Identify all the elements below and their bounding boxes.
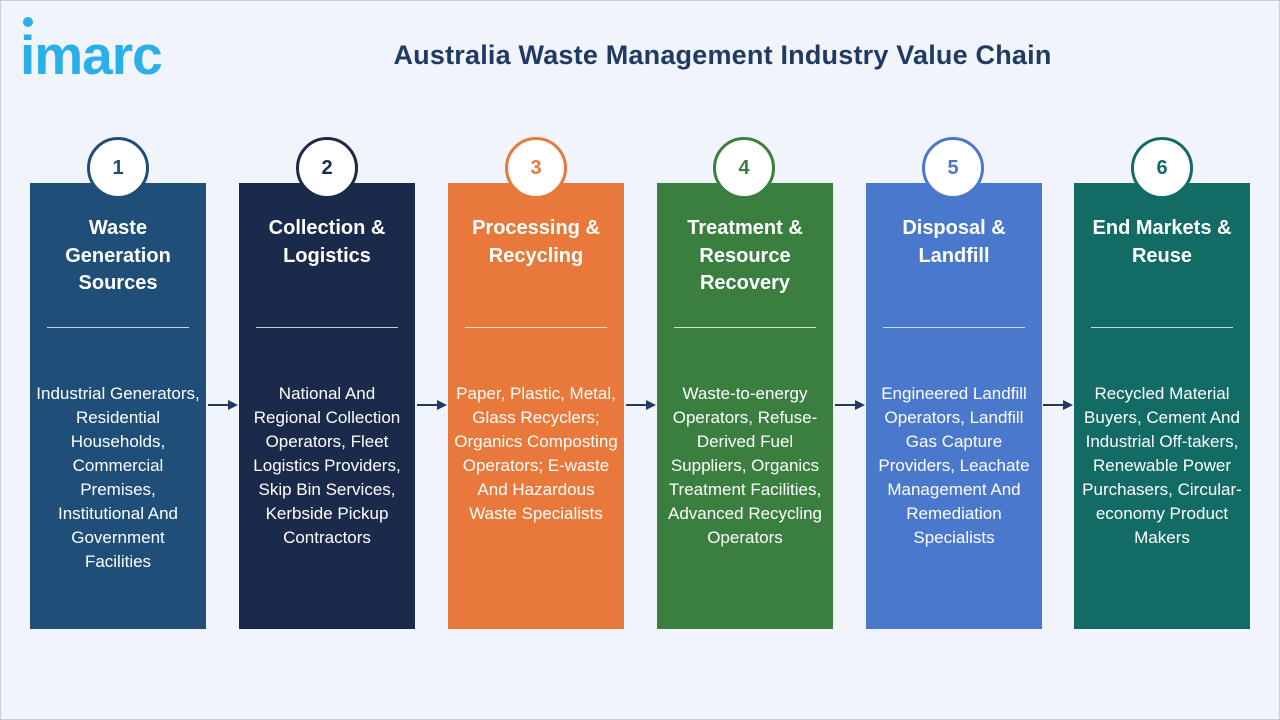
stage-heading: Processing & Recycling <box>472 217 600 267</box>
stage-divider <box>256 327 398 328</box>
stage-heading: End Markets & Reuse <box>1092 217 1232 267</box>
arrow-right-icon <box>626 400 656 410</box>
page-title: Australia Waste Management Industry Valu… <box>393 40 1052 70</box>
arrow-right-icon <box>835 400 865 410</box>
stage-number-badge: 3 <box>505 137 567 199</box>
stage-description: National And Regional Collection Operato… <box>253 384 401 547</box>
stage-number-badge: 6 <box>1131 137 1193 199</box>
stage-divider <box>883 327 1025 328</box>
arrow-right-icon <box>417 400 447 410</box>
stage-description: Engineered Landfill Operators, Landfill … <box>878 384 1030 547</box>
arrow-right-icon <box>208 400 238 410</box>
stage-heading: Waste Generation Sources <box>65 217 171 294</box>
stage-description: Recycled Material Buyers, Cement And Ind… <box>1082 384 1242 547</box>
stage-number-badge: 1 <box>87 137 149 199</box>
stage-description: Paper, Plastic, Metal, Glass Recyclers; … <box>454 384 618 523</box>
stage-number-badge: 5 <box>922 137 984 199</box>
stage-heading: Treatment & Resource Recovery <box>687 217 803 294</box>
logo-text: imarc <box>22 24 162 80</box>
stage-divider <box>1091 327 1233 328</box>
stage-heading: Disposal & Landfill <box>902 217 1006 267</box>
stage-description: Waste-to-energy Operators, Refuse-Derive… <box>667 384 823 547</box>
stage-description: Industrial Generators, Residential House… <box>36 384 200 571</box>
stage-number-badge: 4 <box>713 137 775 199</box>
logo-dot <box>23 17 33 27</box>
stage-divider <box>47 327 189 328</box>
stage-divider <box>465 327 607 328</box>
stage-number-badge: 2 <box>296 137 358 199</box>
arrow-right-icon <box>1043 400 1073 410</box>
imarc-logo: imarc <box>22 17 163 80</box>
stage-divider <box>674 327 816 328</box>
stage-heading: Collection & Logistics <box>268 217 386 267</box>
